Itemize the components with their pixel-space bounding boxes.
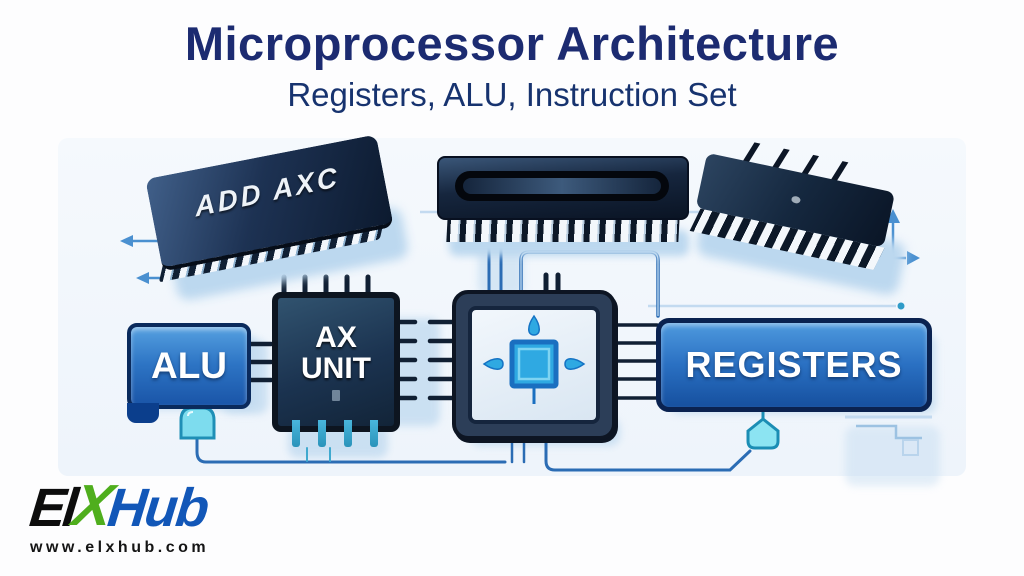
brand-website: www.elxhub.com bbox=[30, 539, 210, 556]
ax-unit-chip: AX UNIT bbox=[272, 292, 400, 432]
instruction-chip: ADD AXC bbox=[138, 134, 410, 302]
processor-chip bbox=[686, 142, 908, 297]
chip-window-slot bbox=[455, 171, 669, 201]
registers-block: REGISTERS bbox=[656, 318, 932, 412]
chip-body bbox=[437, 156, 689, 220]
pin-connectors bbox=[244, 272, 659, 401]
alu-label: ALU bbox=[150, 345, 228, 386]
cpu-core-chip bbox=[452, 290, 616, 440]
registers-label: REGISTERS bbox=[685, 344, 903, 385]
ax-unit-mark bbox=[332, 390, 340, 402]
ax-unit-bottom-pins bbox=[272, 420, 388, 448]
memory-chip bbox=[437, 156, 689, 256]
ax-unit-line1: AX bbox=[315, 320, 357, 354]
connector-node bbox=[746, 417, 780, 450]
ax-unit-line2: UNIT bbox=[301, 351, 371, 385]
page-title: Microprocessor Architecture bbox=[184, 17, 840, 70]
brand-logo-part3: Hub bbox=[104, 478, 210, 538]
trace-shadow bbox=[845, 426, 940, 486]
alu-block: ALU bbox=[127, 323, 251, 423]
page-subtitle: Registers, ALU, Instruction Set bbox=[287, 76, 737, 113]
chip-window-inner bbox=[463, 178, 661, 194]
cpu-core-icon bbox=[482, 314, 586, 404]
cpu-core-panel bbox=[468, 306, 600, 424]
instruction-chip-label: ADD AXC bbox=[193, 160, 342, 223]
brand-logo: El X Hub www.elxhub.com bbox=[27, 472, 210, 557]
